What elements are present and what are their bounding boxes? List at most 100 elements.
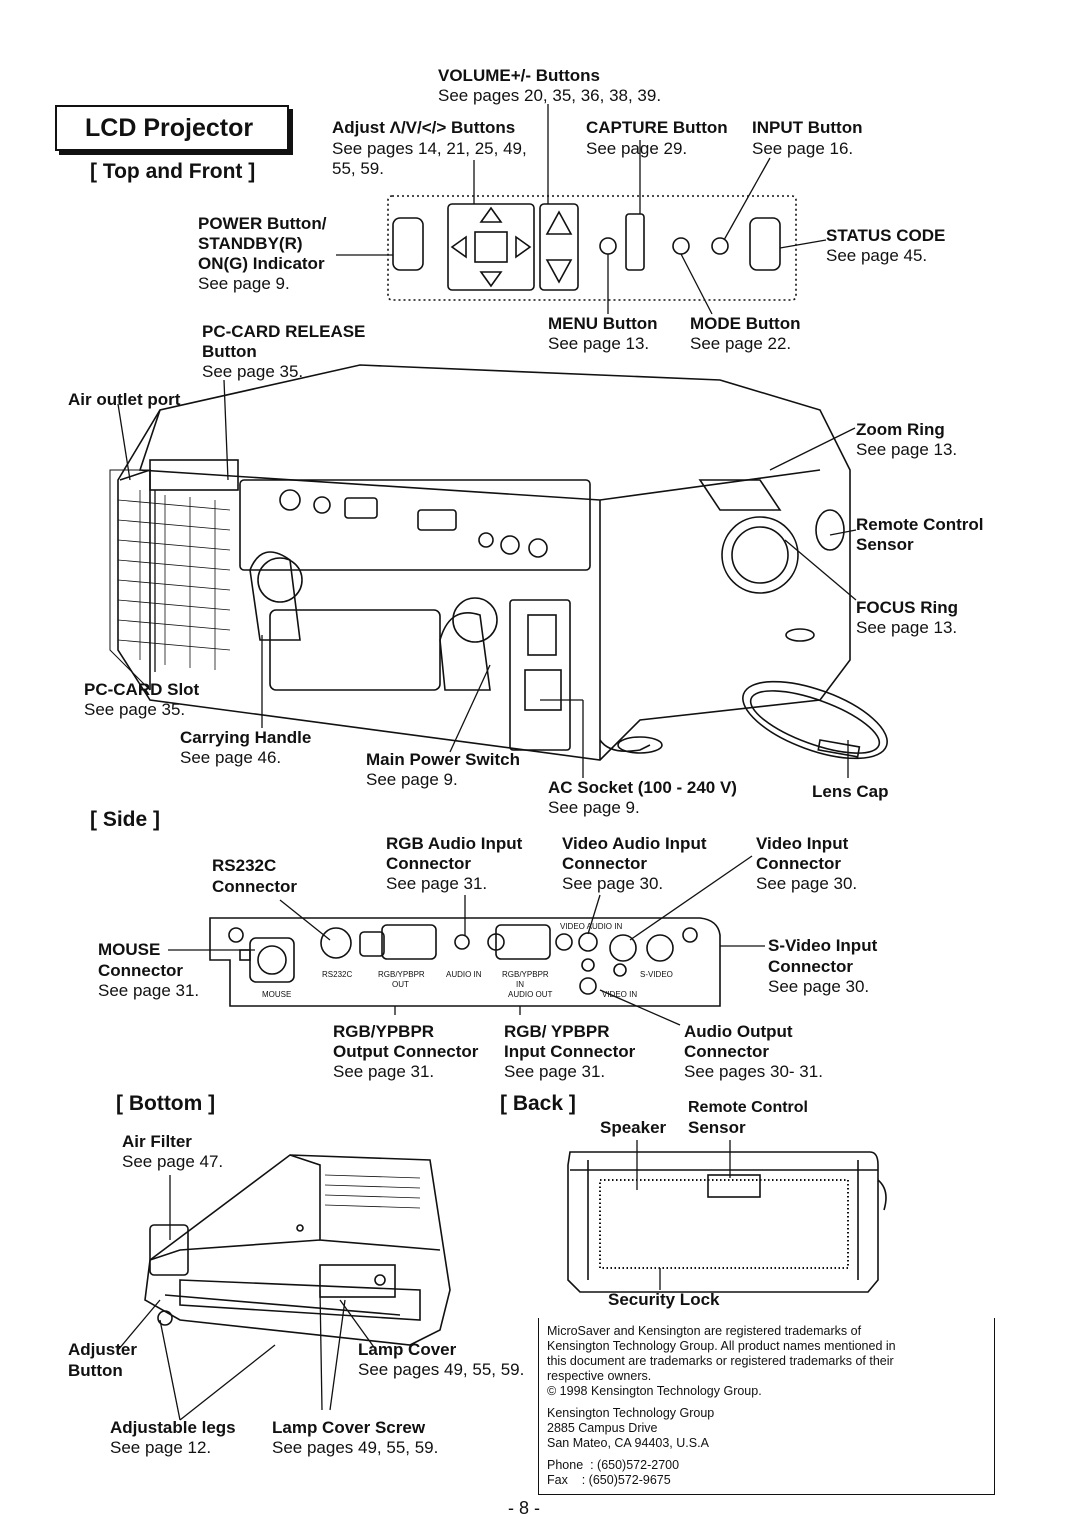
rgb-out-label-2: Output Connector — [333, 1042, 479, 1061]
video-input-label-2: Connector — [756, 854, 841, 873]
rgb-out-label-1: RGB/YPBPR — [333, 1022, 435, 1041]
panel-rgb-out-print: RGB/YPBPR — [378, 970, 425, 979]
video-input-ref: See page 30. — [756, 874, 858, 893]
note-line: Kensington Technology Group — [547, 1406, 715, 1420]
mouse-ref: See page 31. — [98, 981, 200, 1000]
panel-rgb-in-print: RGB/YPBPR — [502, 970, 549, 979]
back-speaker-label: Speaker — [600, 1118, 667, 1137]
ac-socket-label: AC Socket (100 - 240 V) — [548, 778, 737, 797]
section-top-front: [ Top and Front ] — [90, 160, 256, 183]
pccard-release-label-1: PC-CARD RELEASE — [202, 322, 366, 341]
audio-out-ref: See pages 30- 31. — [684, 1062, 823, 1081]
svideo-ref: See page 30. — [768, 977, 870, 996]
security-lock-label: Security Lock — [608, 1290, 720, 1309]
note-line: Kensington Technology Group. All product… — [547, 1339, 896, 1353]
mode-label: MODE Button — [690, 314, 801, 333]
note-line: Fax : (650)572-9675 — [547, 1473, 671, 1487]
video-audio-ref: See page 30. — [562, 874, 664, 893]
panel-rs232c-print: RS232C — [322, 970, 353, 979]
side-panel-figure — [209, 917, 721, 1007]
status-code-label: STATUS CODE — [826, 226, 946, 245]
bottom-leaders — [117, 1175, 377, 1421]
main-power-ref: See page 9. — [366, 770, 458, 789]
power-label-3: ON(G) Indicator — [198, 254, 325, 273]
rgb-in-label-1: RGB/ YPBPR — [504, 1022, 610, 1041]
lens-cap-label: Lens Cap — [812, 782, 889, 801]
pccard-slot-label: PC-CARD Slot — [84, 680, 200, 699]
video-audio-label-1: Video Audio Input — [562, 834, 707, 853]
focus-label: FOCUS Ring — [856, 598, 958, 617]
back-leaders — [636, 1140, 731, 1290]
panel-audio-in-print: AUDIO IN — [446, 970, 482, 979]
note-line: San Mateo, CA 94403, U.S.A — [547, 1436, 709, 1450]
section-bottom: [ Bottom ] — [116, 1092, 216, 1115]
panel-mouse-print: MOUSE — [262, 990, 292, 999]
pccard-release-label-2: Button — [202, 342, 257, 361]
video-input-label-1: Video Input — [756, 834, 849, 853]
focus-ref: See page 13. — [856, 618, 958, 637]
menu-label: MENU Button — [548, 314, 658, 333]
audio-out-label-1: Audio Output — [684, 1022, 793, 1041]
rs232c-label-2: Connector — [212, 877, 297, 896]
panel-in-print: IN — [516, 980, 524, 989]
air-outlet-label: Air outlet port — [68, 390, 181, 409]
power-ref: See page 9. — [198, 274, 290, 293]
adjuster-label-1: Adjuster — [68, 1340, 137, 1359]
pccard-slot-ref: See page 35. — [84, 700, 186, 719]
lamp-screw-label: Lamp Cover Screw — [272, 1418, 426, 1437]
air-filter-ref: See page 47. — [122, 1152, 224, 1171]
video-audio-label-2: Connector — [562, 854, 647, 873]
svideo-label-1: S-Video Input — [768, 936, 878, 955]
menu-ref: See page 13. — [548, 334, 650, 353]
capture-label: CAPTURE Button — [586, 118, 728, 137]
control-panel-figure — [387, 195, 797, 301]
rs232c-label-1: RS232C — [212, 856, 277, 875]
input-ref: See page 16. — [752, 139, 854, 158]
top-leaders — [336, 104, 827, 315]
panel-svideo-print: S-VIDEO — [640, 970, 673, 979]
projector-body-figure — [109, 364, 888, 761]
audio-out-label-2: Connector — [684, 1042, 769, 1061]
svideo-label-2: Connector — [768, 957, 853, 976]
handle-ref: See page 46. — [180, 748, 282, 767]
ac-socket-ref: See page 9. — [548, 798, 640, 817]
panel-video-audio-in-print: VIDEO AUDIO IN — [560, 922, 623, 931]
trademark-notice: MicroSaver and Kensington are registered… — [538, 1318, 995, 1495]
status-code-ref: See page 45. — [826, 246, 928, 265]
back-remote-label: Remote Control — [688, 1099, 808, 1116]
rgb-audio-label-1: RGB Audio Input — [386, 834, 523, 853]
volume-label: VOLUME+/- Buttons — [438, 66, 600, 85]
side-leaders — [168, 855, 765, 1026]
mouse-label-2: Connector — [98, 961, 183, 980]
panel-video-in-print: VIDEO IN — [602, 990, 638, 999]
adjust-ref-2: 55, 59. — [332, 159, 384, 178]
panel-out-print: OUT — [392, 980, 409, 989]
note-line: this document are trademarks or register… — [547, 1354, 894, 1368]
note-line: Phone : (650)572-2700 — [547, 1458, 680, 1472]
page-number: - 8 - — [508, 1498, 541, 1518]
bottom-view-figure — [144, 1154, 451, 1346]
remote-sensor-label-2: Sensor — [856, 535, 914, 554]
mode-ref: See page 22. — [690, 334, 792, 353]
handle-label: Carrying Handle — [180, 728, 312, 747]
adjust-label: Adjust Λ/V/</> Buttons — [332, 118, 516, 137]
panel-audio-out-print: AUDIO OUT — [508, 990, 553, 999]
back-sensor-label: Sensor — [688, 1118, 746, 1137]
title-box: LCD Projector — [55, 105, 289, 151]
note-line: MicroSaver and Kensington are registered… — [547, 1324, 862, 1338]
zoom-label: Zoom Ring — [856, 420, 945, 439]
note-line: 2885 Campus Drive — [547, 1421, 658, 1435]
volume-ref: See pages 20, 35, 36, 38, 39. — [438, 86, 662, 105]
note-line: © 1998 Kensington Technology Group. — [547, 1384, 762, 1398]
adjuster-label-2: Button — [68, 1361, 123, 1380]
rgb-audio-label-2: Connector — [386, 854, 471, 873]
pccard-release-ref: See page 35. — [202, 362, 304, 381]
air-filter-label: Air Filter — [122, 1132, 192, 1151]
mouse-label-1: MOUSE — [98, 940, 161, 959]
back-view-figure — [567, 1151, 887, 1293]
rgb-audio-ref: See page 31. — [386, 874, 488, 893]
note-line: respective owners. — [547, 1369, 652, 1383]
rgb-in-ref: See page 31. — [504, 1062, 606, 1081]
lamp-cover-ref: See pages 49, 55, 59. — [358, 1360, 525, 1379]
